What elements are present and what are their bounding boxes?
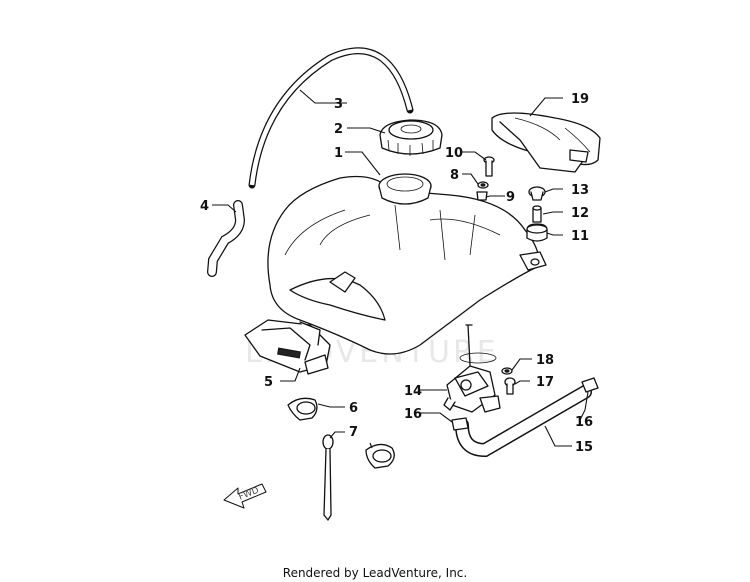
hose-clamp-upper[interactable]	[287, 397, 318, 421]
breather-hose[interactable]	[207, 200, 246, 277]
callout-5: 5	[264, 375, 273, 390]
callout-7: 7	[349, 425, 358, 440]
bolt-13[interactable]	[528, 186, 546, 201]
fuel-hose-clamp-left[interactable]	[451, 417, 469, 431]
callout-16-left: 16	[404, 407, 422, 422]
collar-9[interactable]	[476, 191, 488, 201]
callout-16-right: 16	[575, 415, 593, 430]
callout-4: 4	[200, 199, 209, 214]
fuel-cap[interactable]	[379, 119, 443, 156]
footer-credit: Rendered by LeadVenture, Inc.	[282, 566, 468, 580]
callout-10: 10	[445, 146, 463, 161]
forward-arrow-label: FWD	[237, 486, 260, 503]
callout-15: 15	[575, 440, 593, 455]
callout-12: 12	[571, 206, 589, 221]
callout-17: 17	[536, 375, 554, 390]
tank-cover[interactable]	[491, 112, 601, 173]
callout-11: 11	[571, 229, 589, 244]
callout-8: 8	[450, 168, 459, 183]
callout-9: 9	[506, 190, 515, 205]
cable-tie[interactable]	[322, 434, 334, 521]
callout-labels: 3 2 1 4 5 6 7 10 8 9 13 12 11 19 18 17 1…	[200, 92, 593, 455]
screw-17[interactable]	[504, 377, 516, 395]
spacer-12[interactable]	[532, 205, 542, 223]
washer-8[interactable]	[477, 181, 489, 189]
leader-lines	[212, 89, 589, 449]
callout-14: 14	[404, 384, 422, 399]
vent-hose[interactable]	[248, 47, 414, 189]
fuel-valve[interactable]	[443, 324, 501, 413]
fuel-tank[interactable]	[267, 175, 547, 355]
callout-6: 6	[349, 401, 358, 416]
mounting-pad[interactable]	[244, 319, 331, 375]
callout-2: 2	[334, 122, 343, 137]
callout-3: 3	[334, 97, 343, 112]
callout-19: 19	[571, 92, 589, 107]
hose-clamp-lower[interactable]	[365, 443, 395, 469]
forward-arrow: FWD	[223, 483, 267, 509]
fuel-hose[interactable]	[455, 385, 592, 458]
callout-13: 13	[571, 183, 589, 198]
fuel-hose-clamp-right[interactable]	[581, 377, 599, 393]
bolt-10[interactable]	[483, 156, 495, 177]
callout-18: 18	[536, 353, 554, 368]
grommet-11[interactable]	[526, 223, 548, 242]
washer-18[interactable]	[501, 367, 513, 375]
filler-neck	[378, 173, 432, 205]
callout-1: 1	[334, 146, 343, 161]
